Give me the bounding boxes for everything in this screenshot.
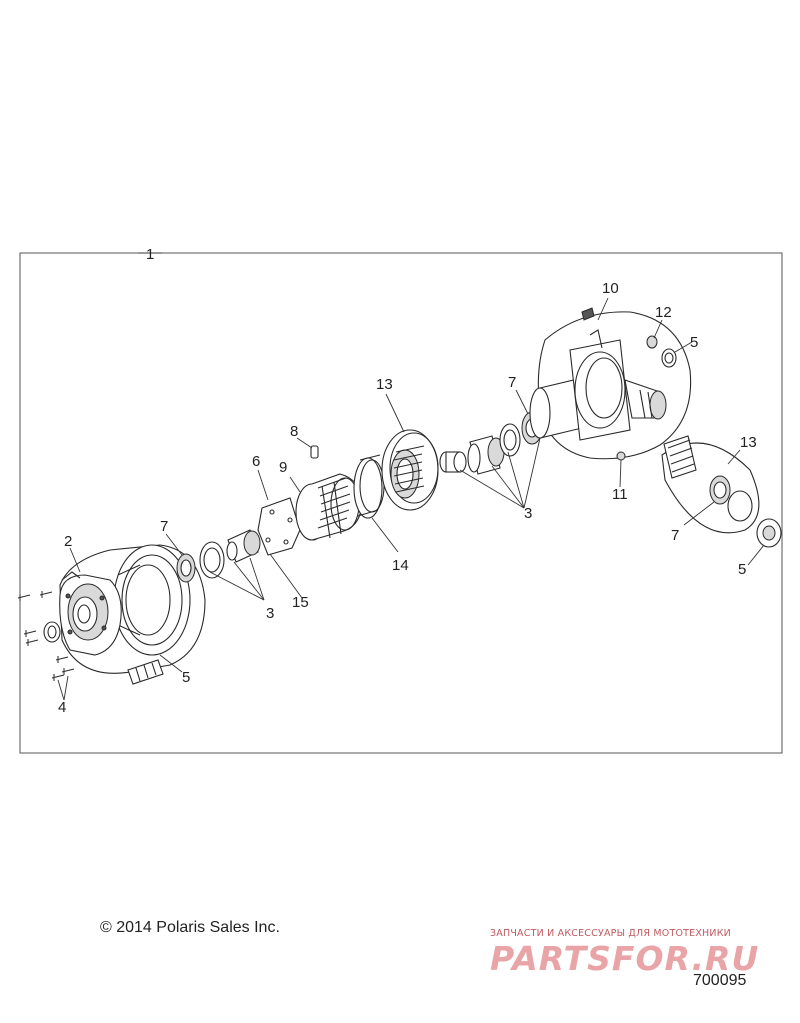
bearing-part xyxy=(176,553,196,583)
callout-13: 13 xyxy=(740,434,757,451)
pin-part xyxy=(310,445,319,459)
callout-13: 13 xyxy=(376,376,393,393)
plug-part xyxy=(646,335,658,349)
main-housing-part xyxy=(529,307,692,461)
pinion-assembly-part xyxy=(661,435,760,534)
callout-12: 12 xyxy=(655,304,672,321)
callout-3: 3 xyxy=(266,605,274,622)
callout-2: 2 xyxy=(64,533,72,550)
callout-5: 5 xyxy=(738,561,746,578)
bushing-part xyxy=(439,451,467,473)
roller-cage-part xyxy=(295,473,363,541)
race-part xyxy=(199,541,225,579)
callout-4: 4 xyxy=(58,699,66,716)
callout-10: 10 xyxy=(602,280,619,297)
watermark-tagline: ЗАПЧАСТИ И АКСЕССУАРЫ ДЛЯ МОТОТЕХНИКИ xyxy=(490,928,731,939)
ring-gear-part xyxy=(381,429,439,511)
callout-1: 1 xyxy=(146,246,154,263)
callout-5: 5 xyxy=(690,334,698,351)
callout-5: 5 xyxy=(182,669,190,686)
cover-housing-part xyxy=(43,544,206,685)
copyright-text: © 2014 Polaris Sales Inc. xyxy=(100,919,280,936)
pinion-cone-part xyxy=(467,435,505,475)
callout-11: 11 xyxy=(612,486,628,503)
callout-15: 15 xyxy=(292,594,309,611)
callout-7: 7 xyxy=(160,518,168,535)
leader-lines xyxy=(57,297,765,701)
bearing-cone-part xyxy=(226,529,261,563)
callout-9: 9 xyxy=(279,459,287,476)
callout-6: 6 xyxy=(252,453,260,470)
assembly-frame xyxy=(19,252,783,754)
callout-7: 7 xyxy=(508,374,516,391)
callout-14: 14 xyxy=(392,557,409,574)
watermark-logo: PARTSFOR.RU xyxy=(490,939,760,978)
race-part xyxy=(499,423,521,457)
plate-part xyxy=(257,497,301,556)
seal-part xyxy=(756,518,782,548)
callout-8: 8 xyxy=(290,423,298,440)
armature-plate-part xyxy=(353,454,385,519)
seal-part xyxy=(661,348,677,368)
diagram-id: 700095 xyxy=(693,972,747,989)
callout-3: 3 xyxy=(524,505,532,522)
callout-7: 7 xyxy=(671,527,679,544)
screw-set-part xyxy=(17,591,75,681)
